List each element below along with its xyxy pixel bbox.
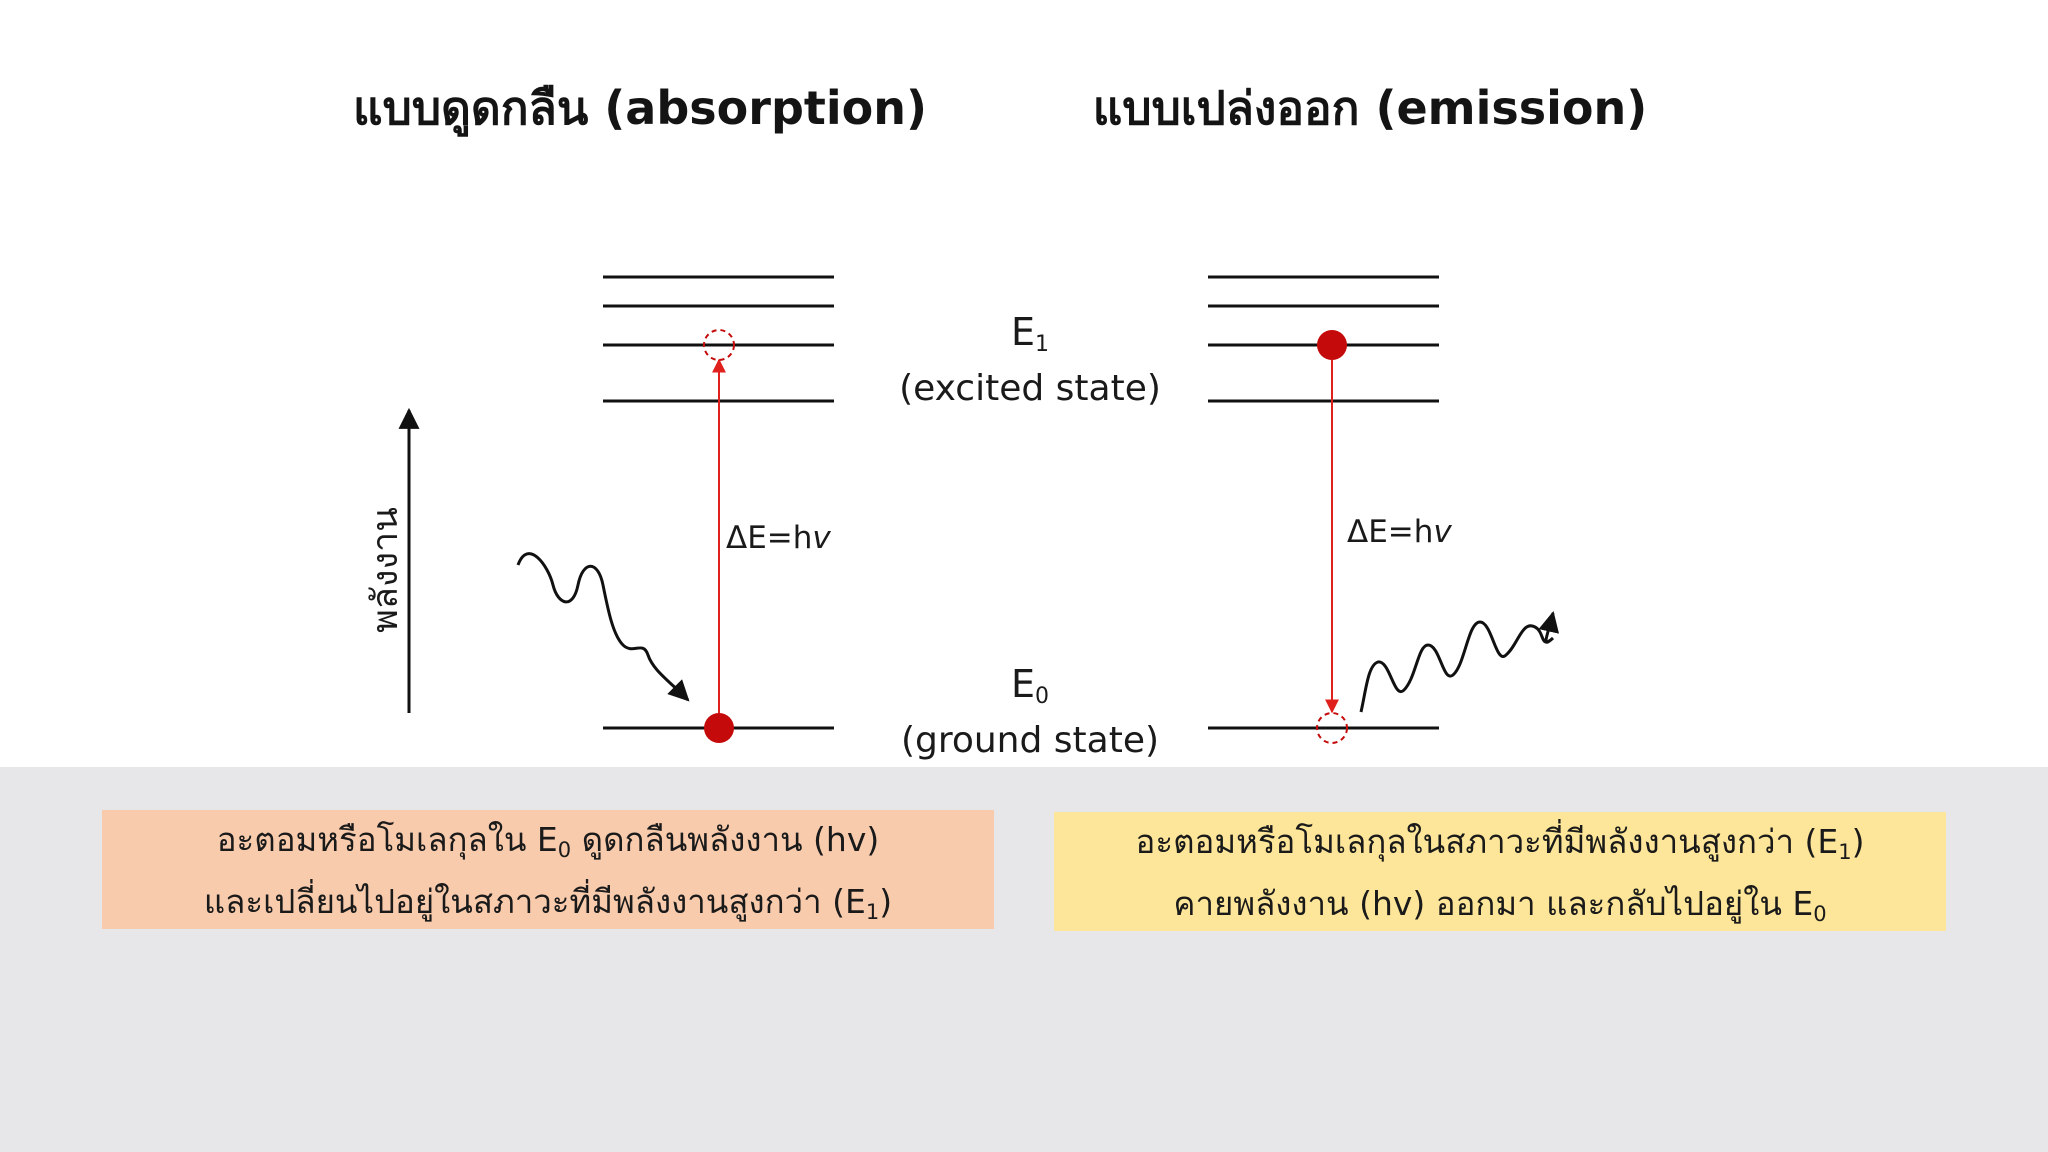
emission-levels: [1208, 275, 1439, 730]
emission-line1-text-b: ): [1851, 822, 1865, 861]
absorption-description-line2: และเปลี่ยนไปอยู่ในสภาวะที่มีพลังงานสูงกว…: [102, 876, 994, 938]
absorption-delta-e-label: ΔE=hv: [726, 520, 831, 556]
excited-state-symbol: E: [1010, 310, 1035, 354]
emission-line1-subscript: 1: [1838, 840, 1852, 864]
emission-line1-text-a: อะตอมหรือโมเลกุลในสภาวะที่มีพลังงานสูงกว…: [1135, 822, 1839, 861]
absorption-title: แบบดูดกลืน (absorption): [352, 81, 927, 135]
incoming-photon-wave: [516, 552, 690, 702]
ground-state-label: E0 (ground state): [880, 662, 1180, 763]
emission-description-line2: คายพลังงาน (hv) ออกมา และกลับไปอยู่ใน E0: [1054, 878, 1946, 940]
ground-state-subscript: 0: [1035, 684, 1049, 709]
ground-state-symbol: E: [1010, 662, 1035, 706]
outgoing-photon-wave: [1359, 610, 1560, 713]
emission-delta-e-label: ΔE=hv: [1347, 514, 1452, 550]
emission-description-line1: อะตอมหรือโมเลกุลในสภาวะที่มีพลังงานสูงกว…: [1054, 816, 1946, 878]
excited-state-label: E1 (excited state): [880, 310, 1180, 411]
excited-state-name: (excited state): [899, 368, 1161, 409]
emission-delta-e-nu: v: [1433, 514, 1452, 550]
emission-excited-particle: [1317, 330, 1347, 360]
emission-line2-subscript: 0: [1813, 902, 1827, 926]
absorption-delta-e-prefix: ΔE=h: [726, 520, 813, 556]
absorption-line2-text-b: ): [879, 882, 893, 921]
emission-delta-e-prefix: ΔE=h: [1347, 514, 1434, 550]
emission-description-box: อะตอมหรือโมเลกุลในสภาวะที่มีพลังงานสูงกว…: [1054, 812, 1946, 931]
excited-state-subscript: 1: [1035, 332, 1049, 357]
ground-state-name: (ground state): [900, 720, 1160, 761]
absorption-empty-excited-slot: [703, 329, 735, 361]
absorption-description-line1: อะตอมหรือโมเลกุลใน E0 ดูดกลืนพลังงาน (hv…: [102, 814, 994, 876]
emission-empty-ground-slot: [1316, 712, 1348, 744]
energy-axis-label: พลังงาน: [365, 507, 406, 633]
absorption-line1-text-a: อะตอมหรือโมเลกุลใน E: [216, 820, 558, 859]
emission-line2-text-a: คายพลังงาน (hv) ออกมา และกลับไปอยู่ใน E: [1173, 884, 1814, 923]
absorption-description-box: อะตอมหรือโมเลกุลใน E0 ดูดกลืนพลังงาน (hv…: [102, 810, 994, 929]
absorption-line2-text-a: และเปลี่ยนไปอยู่ในสภาวะที่มีพลังงานสูงกว…: [203, 882, 866, 921]
absorption-ground-particle: [704, 713, 734, 743]
absorption-line1-subscript: 0: [557, 838, 572, 862]
absorption-line1-text-b: ดูดกลืนพลังงาน (hv): [571, 820, 880, 859]
emission-title: แบบเปล่งออก (emission): [1092, 81, 1648, 135]
absorption-delta-e-nu: v: [812, 520, 831, 556]
absorption-line2-subscript: 1: [865, 900, 880, 924]
